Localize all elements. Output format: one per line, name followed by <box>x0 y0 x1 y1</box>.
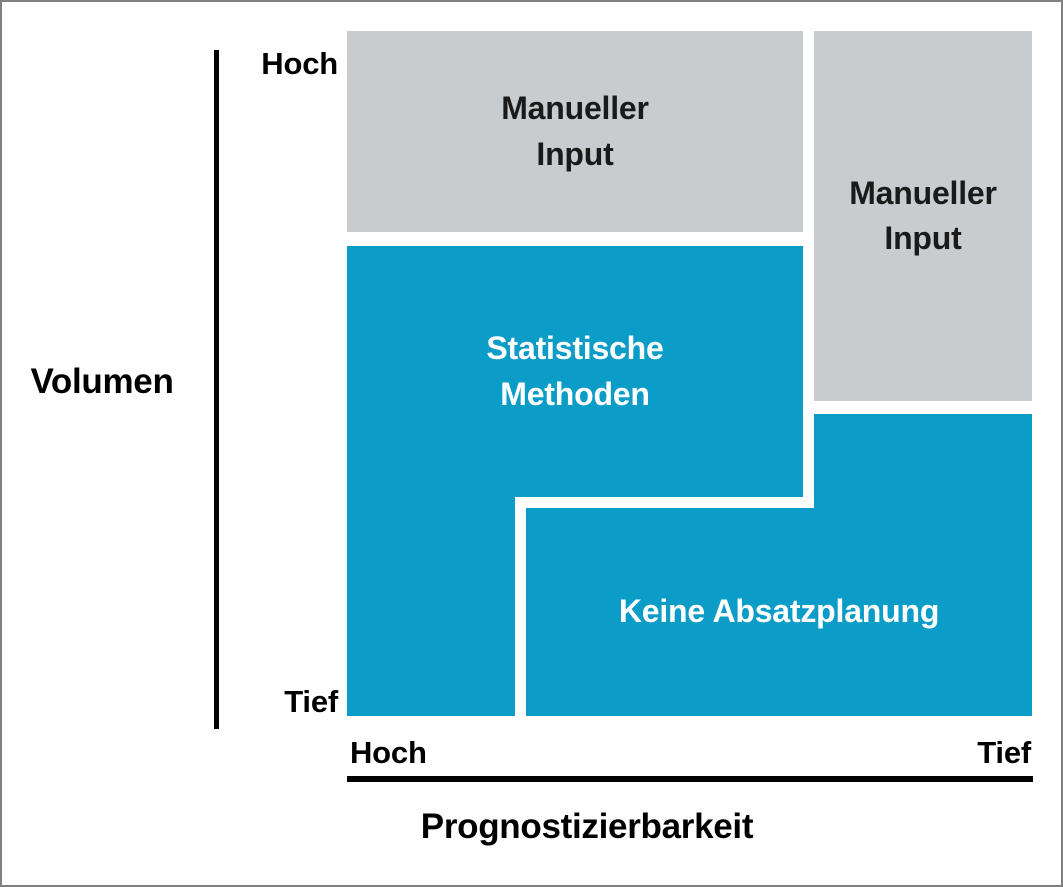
region-no-sales-planning-extension <box>814 414 1032 514</box>
region-statistical-methods-extension <box>347 497 515 716</box>
region-label-manual-input-right: Manueller Input <box>849 174 997 256</box>
y-axis-line <box>214 50 219 729</box>
y-axis-title: Volumen <box>30 362 174 401</box>
region-label-manual-input-left: Manueller Input <box>501 90 649 172</box>
x-axis-tick-low: Tief <box>977 735 1031 770</box>
region-label-statistical-methods: Statistische Methoden <box>486 330 664 412</box>
region-manual-input-low-predictability: Manueller Input <box>814 31 1032 401</box>
y-axis-tick-low: Tief <box>284 684 338 719</box>
x-axis-line <box>347 776 1033 782</box>
region-statistical-methods: Statistische Methoden <box>347 246 803 497</box>
region-label-no-sales-planning: Keine Absatzplanung <box>618 593 940 630</box>
x-axis-title: Prognostizierbarkeit <box>420 807 754 846</box>
region-manual-input-high-predictability: Manueller Input <box>347 31 803 232</box>
x-axis-tick-high: Hoch <box>350 735 427 770</box>
y-axis-tick-high: Hoch <box>261 46 338 81</box>
region-no-sales-planning: Keine Absatzplanung <box>526 508 1032 716</box>
